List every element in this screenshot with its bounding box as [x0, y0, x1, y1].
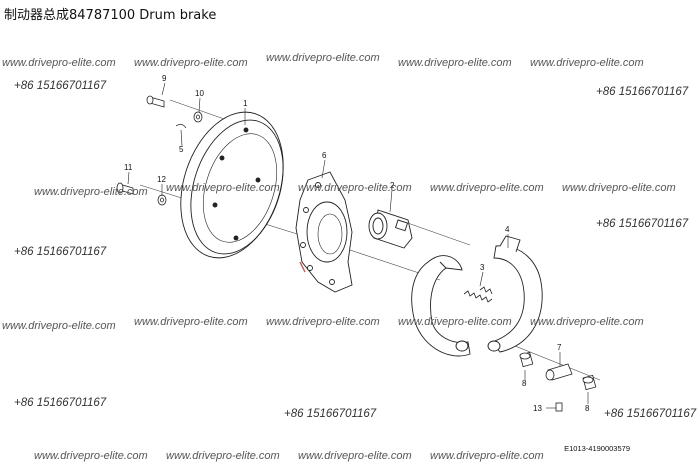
watermark-phone: +86 15166701167 — [14, 397, 107, 409]
label-6: 6 — [322, 151, 327, 160]
watermark-phone: +86 15166701167 — [14, 80, 107, 92]
wheel-cylinder — [368, 209, 413, 249]
watermark-phone: +86 15166701167 — [604, 408, 697, 420]
anchor-bracket — [295, 171, 353, 293]
anchor-pin — [545, 363, 573, 381]
watermark-url: www.drivepro-elite.com — [166, 450, 280, 462]
watermark-url: www.drivepro-elite.com — [562, 182, 676, 194]
leader-lines — [127, 82, 589, 409]
bushing-right — [582, 374, 597, 391]
watermark-url: www.drivepro-elite.com — [398, 316, 512, 328]
backing-plate — [180, 111, 284, 259]
watermark-url: www.drivepro-elite.com — [530, 316, 644, 328]
part-number-labels: 1 2 3 4 5 6 7 8 8 9 10 11 12 13 — [124, 74, 590, 413]
lower-bolt — [116, 182, 134, 195]
watermark-url: www.drivepro-elite.com — [2, 320, 116, 332]
upper-bolt — [146, 95, 165, 108]
brake-shoe-right — [487, 235, 543, 353]
watermark-url: www.drivepro-elite.com — [134, 57, 248, 69]
upper-washer — [193, 111, 203, 123]
label-2: 2 — [390, 181, 395, 190]
label-5: 5 — [179, 145, 184, 154]
label-7: 7 — [557, 343, 562, 352]
watermark-url: www.drivepro-elite.com — [134, 316, 248, 328]
lower-washer — [157, 194, 167, 206]
watermark-url: www.drivepro-elite.com — [430, 182, 544, 194]
label-13: 13 — [533, 404, 542, 413]
watermark-url: www.drivepro-elite.com — [298, 182, 412, 194]
label-8b: 8 — [585, 404, 590, 413]
return-spring — [463, 286, 493, 303]
watermark-url: www.drivepro-elite.com — [266, 316, 380, 328]
watermark-url: www.drivepro-elite.com — [166, 182, 280, 194]
label-1: 1 — [243, 99, 248, 108]
label-9: 9 — [162, 74, 167, 83]
label-10: 10 — [195, 89, 204, 98]
label-4: 4 — [505, 225, 510, 234]
label-8a: 8 — [522, 379, 527, 388]
watermark-phone: +86 15166701167 — [596, 218, 689, 230]
watermark-url: www.drivepro-elite.com — [530, 57, 644, 69]
watermark-url: www.drivepro-elite.com — [298, 450, 412, 462]
pin-5 — [175, 124, 187, 129]
page-title: 制动器总成84787100 Drum brake — [4, 8, 217, 23]
watermark-url: www.drivepro-elite.com — [398, 57, 512, 69]
watermark-phone: +86 15166701167 — [14, 246, 107, 258]
watermark-phone: +86 15166701167 — [284, 408, 377, 420]
watermark-url: www.drivepro-elite.com — [266, 52, 380, 64]
label-11: 11 — [124, 163, 133, 172]
watermark-url: www.drivepro-elite.com — [34, 186, 148, 198]
grease-nipple — [555, 402, 563, 412]
watermark-url: www.drivepro-elite.com — [2, 57, 116, 69]
brake-shoe-left — [411, 255, 471, 357]
label-12: 12 — [157, 175, 166, 184]
watermark-url: www.drivepro-elite.com — [34, 450, 148, 462]
watermark-url: www.drivepro-elite.com — [430, 450, 544, 462]
bushing-left — [519, 351, 534, 368]
watermark-phone: +86 15166701167 — [596, 86, 689, 98]
label-3: 3 — [480, 263, 485, 272]
drawing-code: E1013-4190003579 — [564, 444, 630, 453]
